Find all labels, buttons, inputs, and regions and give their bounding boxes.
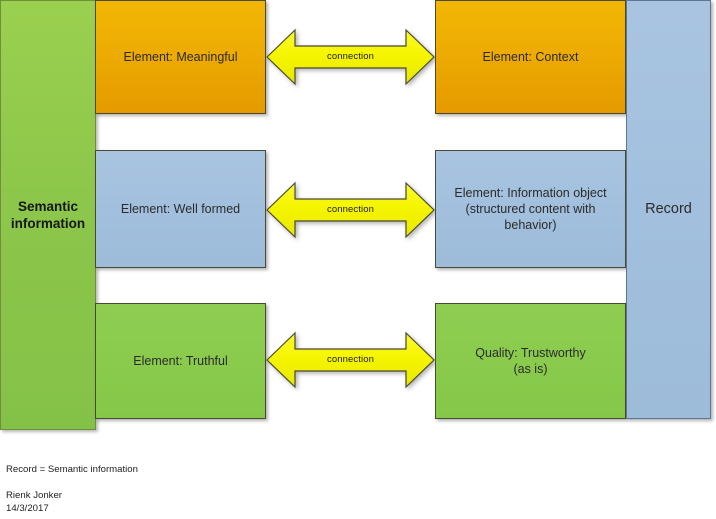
box-element-well-formed: Element: Well formed (95, 150, 266, 268)
box-element-truthful: Element: Truthful (95, 303, 266, 419)
info-object-line-2: (structured content with (465, 202, 596, 216)
record-label: Record (645, 201, 692, 218)
double-arrow-icon (266, 331, 435, 389)
footer-note: Record = Semantic information (6, 464, 138, 475)
trustworthy-line-2: (as is) (513, 362, 548, 376)
connector-row-2: connection (265, 179, 436, 241)
box-quality-trustworthy: Quality: Trustworthy (as is) (435, 303, 626, 419)
connector-row-3: connection (265, 329, 436, 391)
info-object-line-1: Element: Information object (454, 186, 607, 200)
box-element-meaningful-label: Element: Meaningful (123, 50, 238, 64)
double-arrow-icon (266, 181, 435, 239)
box-element-information-object-label: Element: Information object (structured … (448, 185, 612, 233)
double-arrow-icon (266, 28, 435, 86)
box-element-information-object: Element: Information object (structured … (435, 150, 626, 268)
box-element-context: Element: Context (435, 0, 626, 114)
box-element-meaningful: Element: Meaningful (95, 0, 266, 114)
box-quality-trustworthy-label: Quality: Trustworthy (as is) (469, 345, 591, 377)
footer: Record = Semantic information Rienk Jonk… (6, 464, 138, 516)
connector-row-1: connection (265, 26, 436, 88)
footer-author: Rienk Jonker (6, 489, 62, 501)
box-element-truthful-label: Element: Truthful (133, 354, 228, 368)
box-element-well-formed-label: Element: Well formed (120, 202, 241, 216)
footer-date: 14/3/2017 (6, 502, 49, 514)
record-band: Record (626, 0, 711, 419)
info-object-line-3: behavior) (504, 218, 557, 232)
trustworthy-line-1: Quality: Trustworthy (475, 346, 586, 360)
box-element-context-label: Element: Context (482, 50, 579, 64)
semantic-information-label: Semantic information (10, 198, 86, 231)
semantic-information-band: Semantic information (0, 0, 96, 430)
